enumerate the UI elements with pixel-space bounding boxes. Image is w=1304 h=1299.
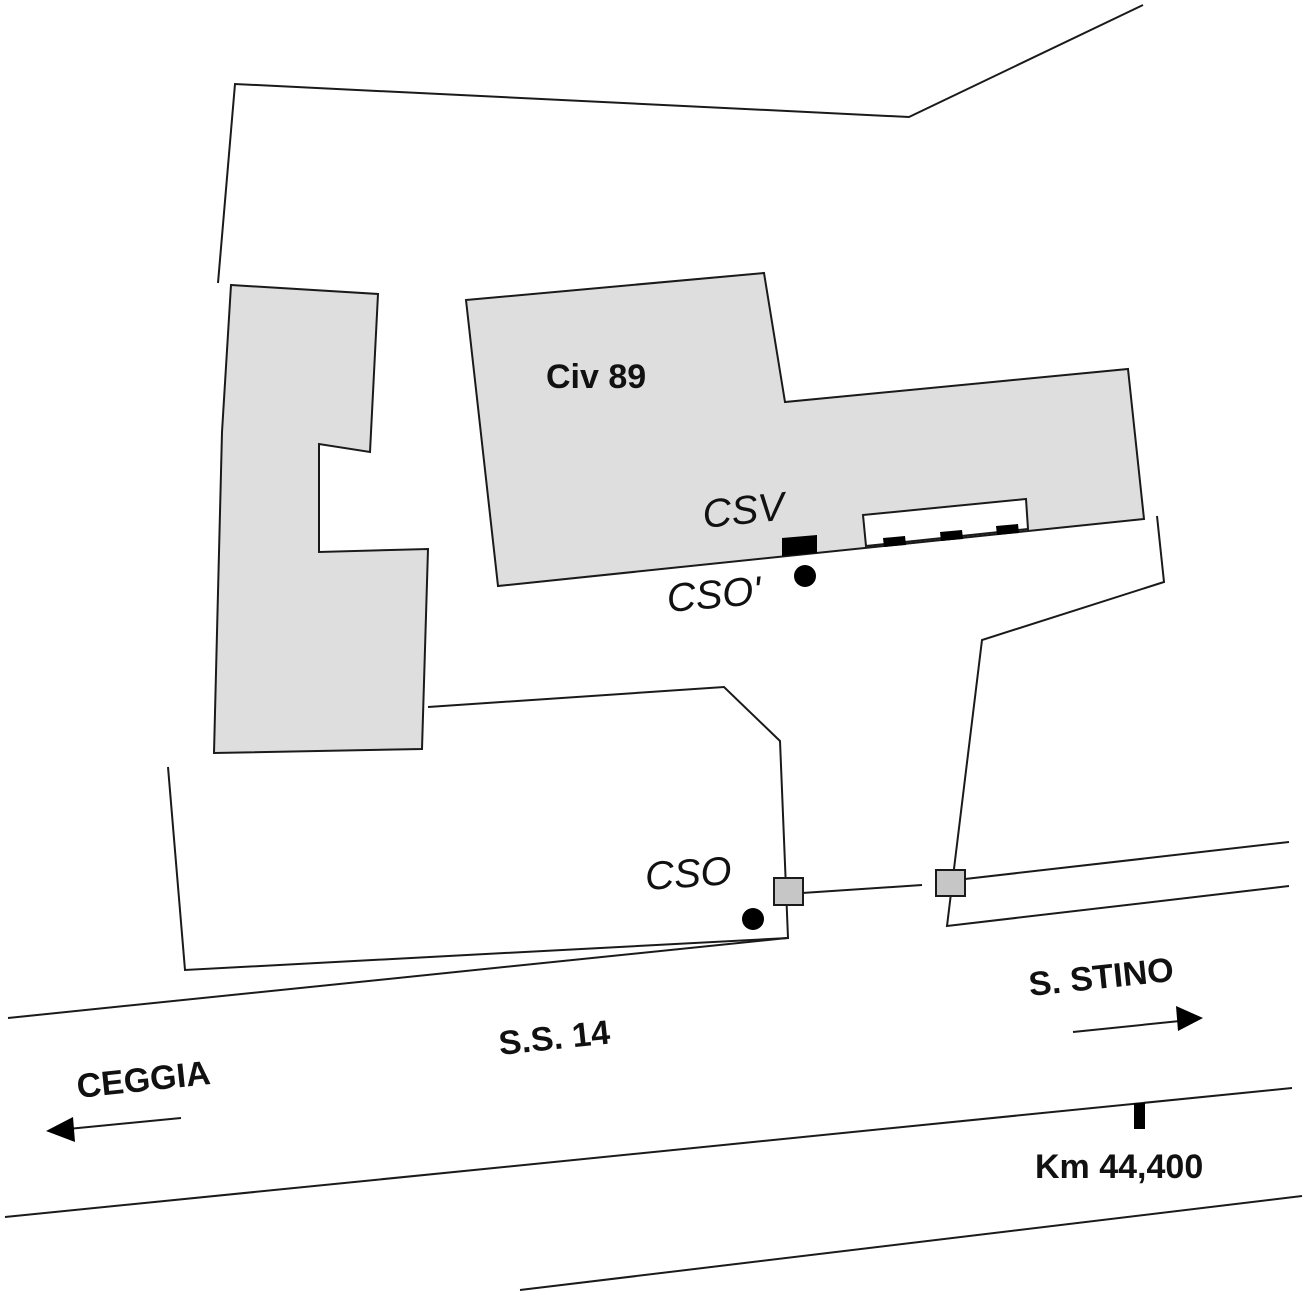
kilometer-label: Km 44,400 [1035, 1148, 1203, 1186]
property-boundary-north [217, 4, 1144, 284]
km-marker-icon [1134, 1103, 1145, 1129]
direction-left-label: CEGGIA [75, 1054, 212, 1106]
building-west [212, 283, 430, 755]
csv-marker-icon [782, 535, 817, 556]
building-label: Civ 89 [546, 358, 646, 396]
gate-west-icon [773, 877, 804, 906]
annex-opening-2 [940, 530, 963, 541]
cso-prime-point-icon [794, 565, 816, 587]
cso-label: CSO [644, 849, 734, 899]
road-edge-far [519, 1195, 1303, 1291]
annex-opening-1 [883, 536, 906, 547]
arrow-right-icon [1072, 1006, 1203, 1033]
road-inner-edge [964, 841, 1290, 880]
driveway-edge [786, 884, 923, 895]
road-edge-north [7, 937, 788, 1019]
direction-right-label: S. STINO [1027, 951, 1176, 1004]
gate-east-icon [935, 869, 966, 897]
road-edge-south [4, 1087, 1293, 1218]
annex-enclosure [861, 497, 1030, 548]
property-boundary-west [167, 685, 790, 972]
road-name-label: S.S. 14 [497, 1013, 612, 1062]
property-boundary-east [945, 515, 1290, 928]
csv-label: CSV [700, 484, 790, 537]
annex-opening-3 [996, 524, 1019, 535]
cso-prime-label: CSO' [665, 569, 764, 621]
arrow-left-icon [46, 1117, 182, 1142]
cso-point-icon [742, 908, 764, 930]
